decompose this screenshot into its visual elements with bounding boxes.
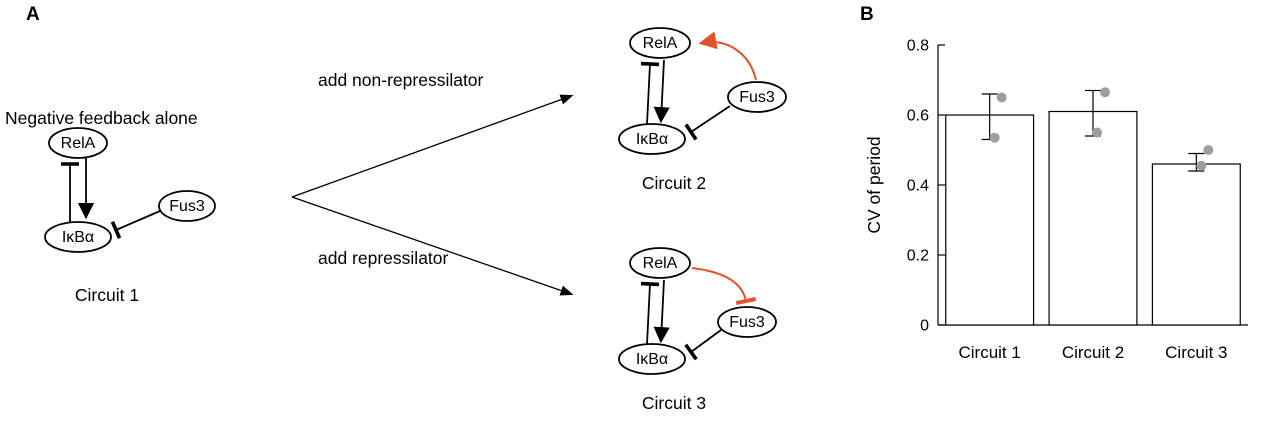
data-point — [996, 92, 1007, 103]
circuit3-ikba-inhibits-relA — [640, 281, 660, 345]
x-tick-label: Circuit 2 — [1062, 343, 1124, 362]
add-non-repressilator-label: add non-repressilator — [318, 70, 484, 90]
circuit1-relA-label: RelA — [61, 135, 96, 152]
circuit3-relA-activates-ikba — [653, 279, 670, 344]
circuit2-relA-node — [629, 27, 691, 59]
circuit1-fus3-node — [158, 190, 216, 222]
circuit3-fus3-label: Fus3 — [729, 314, 765, 331]
branch-arrows-group: add non-repressilator add repressilator — [291, 70, 574, 296]
circuit3-fus3-inhibits-ikba — [684, 329, 722, 361]
branch-arrow-to-circuit3 — [291, 196, 574, 296]
panel-a-letter: A — [26, 4, 40, 25]
circuit2-fus3-activates-relA-orange — [698, 31, 757, 81]
panel-a-diagram: Negative feedback alone RelA IκBα Fus3 C… — [5, 27, 787, 413]
bar-circuit-2 — [1048, 110, 1138, 326]
circuit2-relA-label: RelA — [643, 35, 678, 52]
circuit3-fus3-node — [717, 306, 777, 338]
branch-arrow-to-circuit2 — [291, 94, 574, 198]
circuit1-ikba-label: IκBα — [62, 229, 94, 246]
y-tick-label: 0 — [920, 318, 929, 335]
x-tick-label: Circuit 1 — [958, 343, 1020, 362]
data-point — [1092, 127, 1102, 138]
y-tick-label: 0.6 — [907, 108, 929, 125]
data-point — [1196, 160, 1207, 171]
circuit2-ikba-inhibits-relA — [640, 61, 660, 125]
circuit-1-group: RelA IκBα Fus3 Circuit 1 — [44, 127, 216, 305]
circuit-3-group: RelA Fus3 IκBα Circuit 3 — [618, 247, 777, 413]
circuit1-relA-node — [48, 127, 108, 159]
circuit2-ikba-label: IκBα — [636, 131, 668, 148]
circuit1-fus3-label: Fus3 — [169, 198, 205, 215]
y-axis-label: CV of period — [864, 136, 884, 233]
circuit2-fus3-label: Fus3 — [739, 89, 775, 106]
data-point — [1203, 145, 1214, 155]
negative-feedback-caption: Negative feedback alone — [5, 108, 198, 128]
circuit3-relA-node — [629, 247, 691, 279]
add-repressilator-label: add repressilator — [318, 248, 449, 268]
bar-circuit-3 — [1151, 163, 1241, 326]
circuit3-ikba-label: IκBα — [636, 351, 668, 368]
circuit3-relA-inhibits-fus3-orange — [691, 267, 757, 306]
circuit1-caption: Circuit 1 — [75, 285, 139, 305]
y-tick-label: 0.8 — [907, 38, 929, 55]
circuit-2-group: RelA Fus3 IκBα Circuit 2 — [618, 27, 787, 193]
data-point — [1100, 87, 1110, 98]
y-tick-label: 0.2 — [907, 248, 929, 265]
circuit2-fus3-inhibits-ikba — [684, 105, 731, 141]
bar-circuit-1 — [945, 114, 1035, 326]
circuit2-fus3-node — [727, 81, 787, 113]
circuit3-relA-label: RelA — [643, 255, 678, 272]
data-point — [989, 132, 1000, 143]
circuit1-fus3-inhibits-ikba — [110, 210, 161, 239]
circuit2-caption: Circuit 2 — [642, 173, 706, 193]
x-tick-label: Circuit 3 — [1165, 343, 1227, 362]
circuit2-relA-activates-ikba — [653, 59, 670, 124]
circuit3-caption: Circuit 3 — [642, 393, 706, 413]
y-tick-label: 0.4 — [907, 178, 929, 195]
panel-b-letter: B — [860, 4, 874, 25]
